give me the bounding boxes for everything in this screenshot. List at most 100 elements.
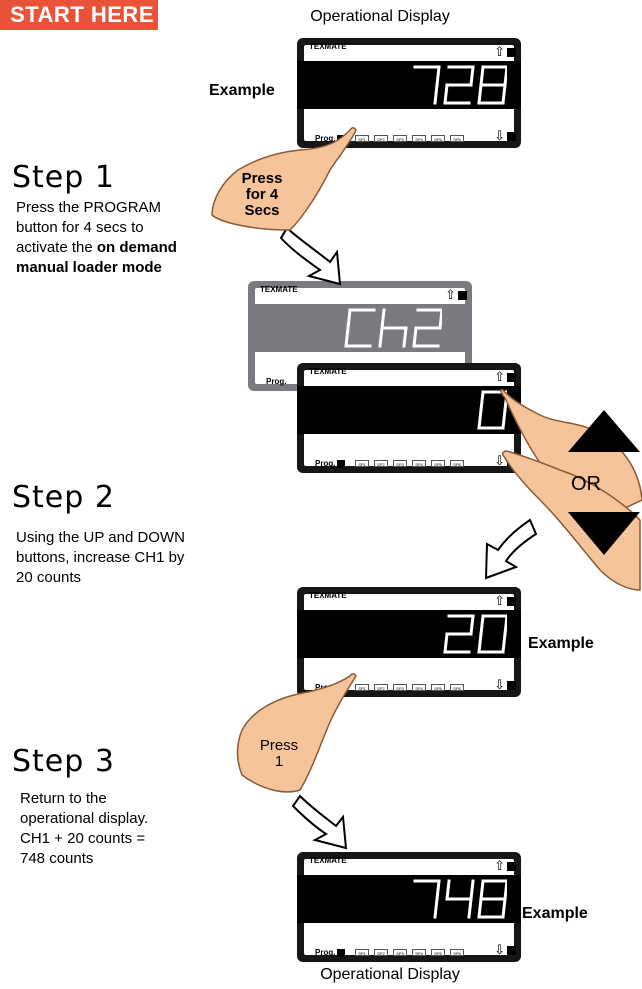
setpoint-indicator: SP3 — [393, 135, 407, 142]
step-3-line-4: 748 counts — [20, 850, 94, 867]
digit-segment — [435, 879, 441, 901]
step-1-line-3-bold: on demand — [96, 239, 177, 256]
prog-label: Prog. — [315, 134, 336, 143]
digit-segment — [443, 83, 449, 105]
step-2-text: Using the UP and DOWN buttons, increase … — [16, 528, 236, 588]
setpoint-indicator: SP6 — [450, 949, 464, 956]
digit-segment — [477, 408, 483, 430]
digit-segment — [503, 65, 507, 87]
meter-screen — [297, 875, 521, 923]
digit-segment — [477, 632, 483, 654]
up-button[interactable]: ⇧ — [494, 370, 516, 383]
setpoint-indicator: SP2 — [374, 684, 388, 691]
prog-button[interactable]: Prog. — [315, 459, 346, 468]
down-button[interactable]: ⇩ — [494, 678, 516, 691]
digit-segment — [479, 65, 485, 87]
digit-segment — [445, 879, 451, 901]
digit-segment — [503, 879, 507, 901]
curved-arrow-icon — [291, 794, 348, 850]
digit-segment — [501, 408, 507, 430]
setpoint-indicator: SP2 — [374, 135, 388, 142]
prog-key-icon — [337, 948, 346, 957]
digit-segment — [501, 83, 507, 105]
up-button[interactable]: ⇧ — [494, 45, 516, 58]
seven-segment-digits — [413, 65, 507, 105]
setpoint-indicator: SP2 — [374, 460, 388, 467]
up-button[interactable]: ⇧ — [445, 288, 467, 301]
digit-segment — [469, 879, 475, 901]
meter-screen — [248, 304, 472, 352]
setpoint-indicator: SP4 — [412, 684, 426, 691]
digit-segment — [503, 614, 507, 636]
seven-segment-digits — [413, 879, 507, 919]
down-key-icon — [507, 681, 516, 691]
curved-arrow-icon — [484, 518, 538, 580]
digit-segment — [344, 326, 350, 348]
setpoint-indicator: SP1 — [355, 135, 369, 142]
up-button[interactable]: ⇧ — [494, 859, 516, 872]
setpoint-indicator: SP5 — [431, 684, 445, 691]
meter-screen — [297, 610, 521, 658]
or-label: OR — [571, 473, 601, 495]
digit-segment — [501, 632, 507, 654]
step-3-line-3: CH1 + 20 counts = — [20, 830, 146, 847]
prog-button[interactable]: Prog. — [266, 377, 286, 386]
step-1-line-3-text: activate the — [16, 239, 97, 256]
digit-segment — [479, 390, 485, 412]
meter-brand: TEXMATE — [309, 856, 347, 865]
up-key-icon — [507, 48, 516, 58]
prog-button[interactable]: Prog. — [315, 948, 346, 957]
up-button[interactable]: ⇧ — [494, 594, 516, 607]
hand-label-1-count: 1 — [275, 753, 283, 770]
setpoint-indicator: SP3 — [393, 949, 407, 956]
hand-press-prog-icon: Press for 4 Secs — [211, 127, 357, 231]
up-key-icon — [458, 291, 467, 301]
digit-segment — [479, 614, 485, 636]
meter-brand: TEXMATE — [309, 367, 347, 376]
down-button[interactable]: ⇩ — [494, 943, 516, 956]
setpoint-indicator: SP4 — [412, 949, 426, 956]
example-label-2: Example — [528, 635, 594, 652]
down-key-icon — [507, 132, 516, 142]
example-label-3: Example — [522, 905, 588, 922]
setpoint-indicator: SP3 — [393, 460, 407, 467]
setpoint-indicator: SP6 — [450, 460, 464, 467]
setpoint-indicator: SP3 — [393, 684, 407, 691]
prog-label: Prog. — [315, 459, 336, 468]
setpoint-indicator: SP5 — [431, 460, 445, 467]
setpoint-indicator: SP1 — [355, 460, 369, 467]
setpoint-indicator: SP4 — [412, 135, 426, 142]
digit-segment — [378, 326, 384, 348]
setpoint-indicator: SP6 — [450, 684, 464, 691]
digit-segment — [433, 897, 439, 919]
digit-segment — [469, 614, 475, 636]
step-3-text: Return to the operational display. CH1 +… — [20, 789, 220, 869]
up-key-icon — [507, 373, 516, 383]
step-1-line-1: Press the PROGRAM — [16, 199, 162, 216]
hand-label-press: Press — [260, 737, 298, 754]
start-here-banner: START HERE — [0, 0, 158, 30]
digit-segment — [477, 897, 483, 919]
prog-key-icon — [337, 459, 346, 468]
down-key-icon — [507, 946, 516, 956]
curved-arrow-icon — [279, 226, 342, 286]
meter-brand: TEXMATE — [309, 42, 347, 51]
digit-segment — [477, 83, 483, 105]
seven-segment-digits — [344, 308, 442, 348]
prog-label: Prog. — [315, 948, 336, 957]
step-1-line-3: activate the on demand — [16, 238, 226, 258]
setpoint-indicator: SP2 — [374, 949, 388, 956]
bottom-caption: Operational Display — [320, 966, 460, 983]
down-triangle-icon — [568, 512, 640, 555]
hand-label-3: Secs — [244, 202, 279, 219]
meter-brand: TEXMATE — [260, 285, 298, 294]
down-button[interactable]: ⇩ — [494, 129, 516, 142]
step-3-line-2: operational display. — [20, 810, 149, 827]
setpoint-indicator: SP5 — [431, 135, 445, 142]
meter-screen — [297, 386, 521, 434]
meter-screen — [297, 61, 521, 109]
